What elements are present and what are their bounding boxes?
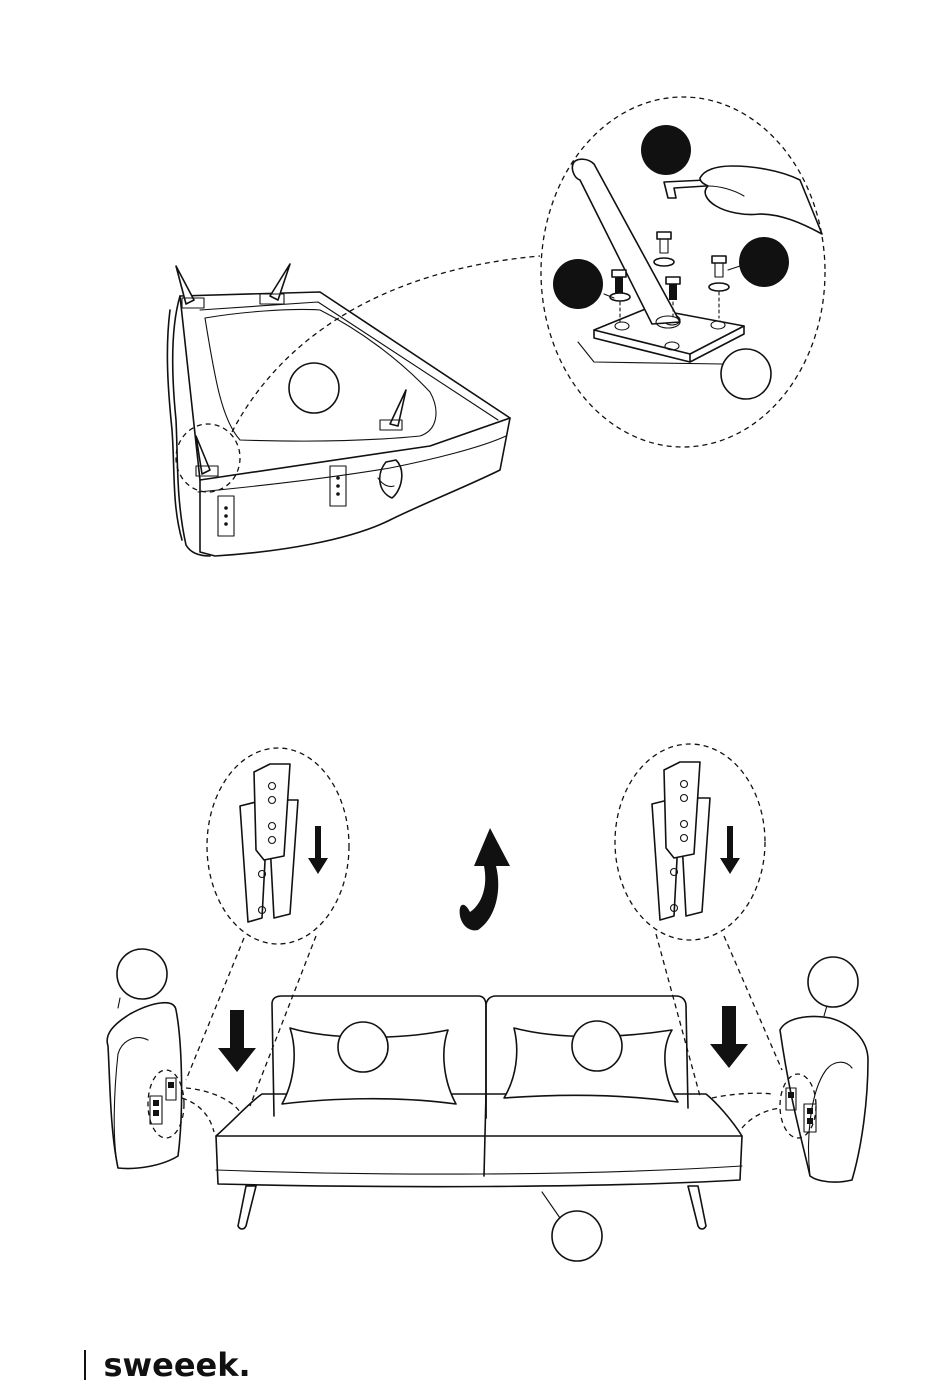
zoom-leg-mounting [541,97,825,447]
badge-armrest-left [117,949,167,999]
brand-divider [84,1350,86,1380]
leg-back-right [260,264,290,304]
badge-base [289,363,339,413]
badge-pillow-right [572,1021,622,1071]
arrow-down-right [710,1006,748,1068]
arrow-down-zoom-right [720,826,740,874]
leg-front-right [380,390,406,430]
sweeek-logo: sweeek. [104,1349,251,1381]
rotate-arrow [460,828,510,930]
badge-empty-plate [721,349,771,399]
sofa-base-upside-down [167,256,540,556]
bracket-front-left [218,496,234,536]
badge-filled-top [641,125,691,175]
bolt-center-top [654,232,674,266]
badge-sofa-base [552,1211,602,1261]
badge-filled-left [553,259,603,309]
bolt-left [610,270,630,322]
sofa [182,996,780,1229]
hand [700,166,822,234]
badge-pillow-left [338,1022,388,1072]
bracket-front-right [330,466,346,506]
armrest-left [107,998,184,1169]
badge-filled-right [739,237,789,287]
badge-armrest-right [808,957,858,1007]
detail-ring-leg [176,424,240,492]
armrest-right [780,1002,868,1182]
arrow-down-zoom-left [308,826,328,874]
allen-key [664,180,706,198]
arrow-down-left [218,1010,256,1072]
brand-footer: sweeek. [84,1345,251,1385]
bolt-right [709,256,729,318]
